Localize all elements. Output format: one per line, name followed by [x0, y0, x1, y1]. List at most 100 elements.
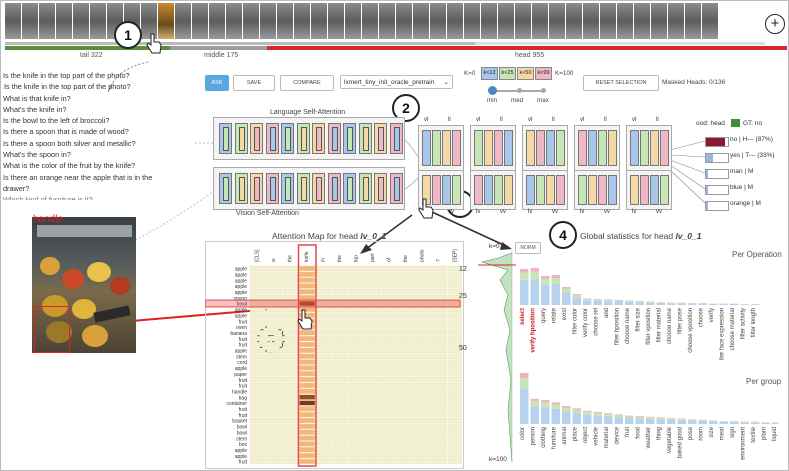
- heatmap-cell[interactable]: [266, 400, 283, 406]
- attention-head[interactable]: [598, 175, 607, 205]
- heatmap-cell[interactable]: [299, 300, 316, 307]
- heatmap-cell[interactable]: [431, 277, 448, 283]
- thumbnail[interactable]: [481, 3, 497, 39]
- heatmap-cell[interactable]: [348, 376, 365, 383]
- thumbnail[interactable]: [5, 3, 21, 39]
- heatmap-cell[interactable]: [447, 382, 462, 388]
- question-list[interactable]: Is the knife in the top part of the phot…: [3, 70, 173, 200]
- model-select[interactable]: lxmert_tiny_init_oracle_pretrain⌄: [340, 75, 453, 89]
- heatmap-cell[interactable]: [249, 382, 266, 388]
- heatmap-cell[interactable]: [431, 289, 448, 295]
- heatmap-cell[interactable]: [365, 324, 382, 330]
- attention-head[interactable]: [630, 130, 639, 166]
- heatmap-cell[interactable]: [381, 347, 398, 353]
- heatmap-cell[interactable]: [315, 271, 332, 277]
- heatmap-cell[interactable]: [332, 388, 349, 394]
- thumbnail[interactable]: [243, 3, 259, 39]
- heatmap-cell[interactable]: [299, 394, 316, 400]
- heatmap-cell[interactable]: [398, 306, 415, 312]
- attention-head[interactable]: [474, 175, 483, 205]
- heatmap-cell[interactable]: [414, 458, 431, 465]
- heatmap-cell[interactable]: [266, 447, 283, 453]
- heatmap-cell[interactable]: [381, 353, 398, 359]
- heatmap-cell[interactable]: [282, 371, 299, 377]
- operation-bar[interactable]: [646, 302, 655, 305]
- heatmap-cell[interactable]: [299, 371, 316, 377]
- heatmap-cell[interactable]: [249, 406, 266, 412]
- heatmap-cell[interactable]: [348, 394, 365, 400]
- group-bar[interactable]: [751, 422, 760, 424]
- heatmap-cell[interactable]: [348, 453, 365, 459]
- heatmap-cell[interactable]: [447, 406, 462, 412]
- heatmap-cell[interactable]: [348, 271, 365, 277]
- heatmap-cell[interactable]: [299, 295, 316, 301]
- heatmap-cell[interactable]: [348, 412, 365, 418]
- heatmap-cell[interactable]: [266, 306, 283, 312]
- cross-layer-block[interactable]: [418, 125, 464, 171]
- heatmap-cell[interactable]: [431, 265, 448, 271]
- heatmap-cell[interactable]: [447, 341, 462, 348]
- heatmap-cell[interactable]: [414, 359, 431, 365]
- heatmap-cell[interactable]: [398, 271, 415, 277]
- heatmap-cell[interactable]: [266, 341, 283, 348]
- heatmap-cell[interactable]: [266, 330, 283, 336]
- heatmap-cell[interactable]: [266, 365, 283, 371]
- heatmap-cell[interactable]: [315, 283, 332, 289]
- operation-bar[interactable]: [625, 301, 634, 305]
- operation-bar[interactable]: [593, 300, 603, 305]
- heatmap-cell[interactable]: [365, 441, 382, 447]
- heatmap-cell[interactable]: [447, 277, 462, 283]
- heatmap-cell[interactable]: [365, 376, 382, 383]
- heatmap-cell[interactable]: [348, 300, 365, 307]
- heatmap-cell[interactable]: [398, 447, 415, 453]
- heatmap-cell[interactable]: [381, 371, 398, 377]
- heatmap-cell[interactable]: [348, 265, 365, 271]
- heatmap-cell[interactable]: [381, 277, 398, 283]
- heatmap-cell[interactable]: [431, 453, 448, 459]
- heatmap-cell[interactable]: [266, 441, 283, 447]
- heatmap-cell[interactable]: [365, 277, 382, 283]
- heatmap-cell[interactable]: [431, 417, 448, 424]
- heatmap-cell[interactable]: [249, 412, 266, 418]
- heatmap-cell[interactable]: [266, 429, 283, 435]
- heatmap-cell[interactable]: [398, 324, 415, 330]
- heatmap-cell[interactable]: [315, 429, 332, 435]
- heatmap-cell[interactable]: [282, 347, 299, 353]
- attention-head[interactable]: [536, 130, 545, 166]
- heatmap-cell[interactable]: [332, 429, 349, 435]
- heatmap-cell[interactable]: [266, 336, 283, 342]
- heatmap-cell[interactable]: [431, 435, 448, 441]
- attention-head[interactable]: [358, 173, 372, 204]
- heatmap-cell[interactable]: [266, 406, 283, 412]
- attention-head[interactable]: [556, 130, 565, 166]
- thumbnail[interactable]: [566, 3, 582, 39]
- group-bar[interactable]: [698, 421, 708, 424]
- heatmap-cell[interactable]: [315, 447, 332, 453]
- thumbnail[interactable]: [600, 3, 616, 39]
- answer-bar[interactable]: [705, 185, 729, 195]
- heatmap-cell[interactable]: [447, 300, 462, 307]
- heatmap-cell[interactable]: [332, 400, 349, 406]
- question-item[interactable]: Which kind of furniture is it?: [3, 195, 93, 201]
- heatmap-cell[interactable]: [299, 412, 316, 418]
- heatmap-cell[interactable]: [414, 295, 431, 301]
- attention-head[interactable]: [630, 175, 639, 205]
- heatmap-cell[interactable]: [398, 453, 415, 459]
- heatmap-cell[interactable]: [447, 306, 462, 312]
- heatmap-cell[interactable]: [414, 271, 431, 277]
- heatmap-cell[interactable]: [447, 289, 462, 295]
- question-item[interactable]: Is the knife in the top part of the phot…: [4, 82, 131, 92]
- operation-bar[interactable]: [709, 303, 718, 305]
- heatmap-cell[interactable]: [282, 330, 299, 336]
- attention-head[interactable]: [389, 123, 403, 154]
- heatmap-cell[interactable]: [365, 453, 382, 459]
- attention-head[interactable]: [422, 130, 431, 166]
- heatmap-cell[interactable]: [332, 341, 349, 348]
- heatmap-cell[interactable]: [315, 376, 332, 383]
- heatmap-cell[interactable]: [266, 453, 283, 459]
- heatmap-cell[interactable]: [365, 295, 382, 301]
- heatmap-cell[interactable]: [348, 341, 365, 348]
- heatmap-cell[interactable]: [282, 353, 299, 359]
- heatmap-cell[interactable]: [348, 283, 365, 289]
- compare-button[interactable]: COMPARE: [280, 75, 334, 91]
